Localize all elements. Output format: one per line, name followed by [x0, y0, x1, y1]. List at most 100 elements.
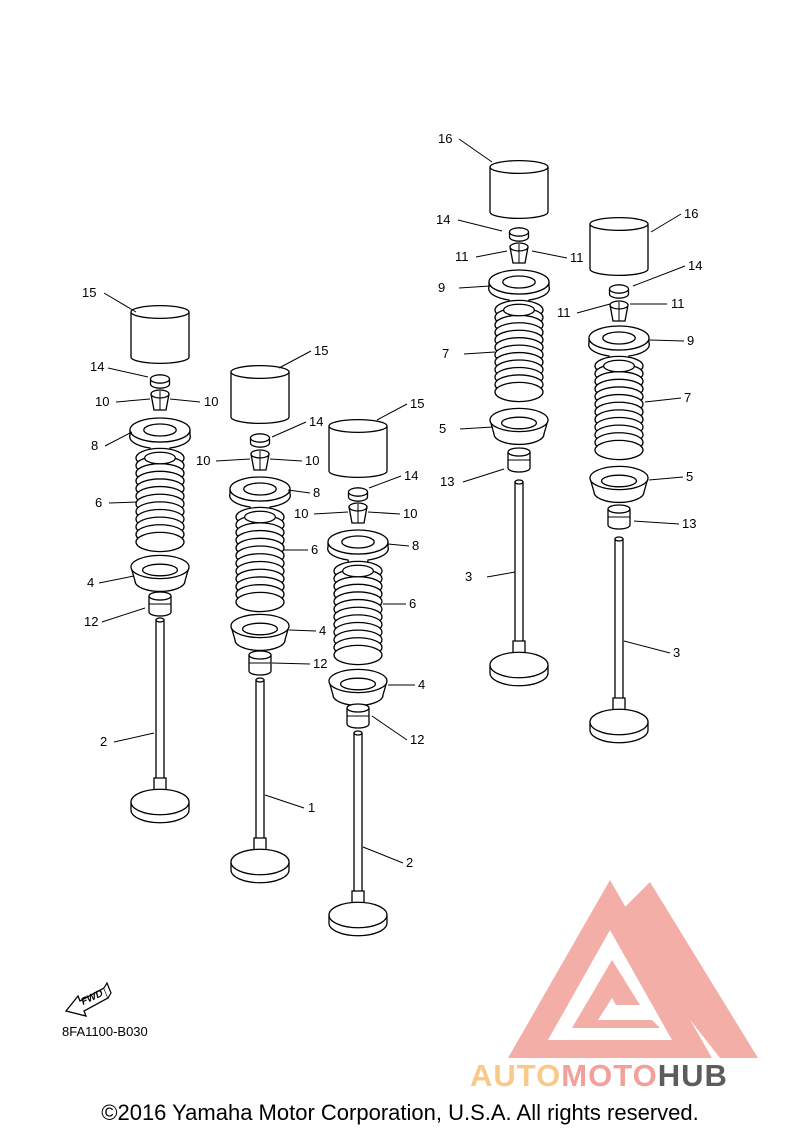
- spring-seat: [589, 465, 649, 504]
- callout-14: 14: [688, 258, 702, 273]
- leader-line: [368, 475, 402, 489]
- watermark-logo-outer: [508, 880, 712, 1058]
- callout-4: 4: [87, 575, 94, 590]
- adjusting-pad: [347, 487, 369, 502]
- valve-tip: [514, 479, 524, 485]
- watermark-logo-inner: [572, 960, 660, 1028]
- adjusting-pad-top: [608, 284, 630, 294]
- spring-seat: [328, 668, 388, 707]
- valve-spring-coil: [333, 644, 383, 666]
- callout-13: 13: [682, 516, 696, 531]
- valve-spring-coil: [594, 439, 644, 461]
- stem-seal-body: [607, 509, 631, 530]
- stack-e: [588, 216, 650, 744]
- callout-10: 10: [403, 506, 417, 521]
- valve-tip: [255, 677, 265, 683]
- spring-seat-hole: [241, 622, 279, 636]
- callout-14: 14: [309, 414, 323, 429]
- callout-8: 8: [313, 485, 320, 500]
- stack-d: [488, 159, 550, 687]
- callout-10: 10: [196, 453, 210, 468]
- valve-stem: [514, 481, 524, 644]
- spring-retainer-hole: [143, 423, 177, 437]
- leader-line: [623, 640, 671, 654]
- callout-4: 4: [418, 677, 425, 692]
- fwd-arrow-icon: FWD: [64, 981, 112, 1017]
- valve-lifter-body: [589, 224, 649, 277]
- watermark-moto: MOTO: [561, 1058, 658, 1093]
- spring-retainer-hole: [341, 535, 375, 549]
- callout-14: 14: [90, 359, 104, 374]
- spring-retainer: [129, 417, 191, 464]
- valve-spring-coil: [494, 381, 544, 403]
- callout-2: 2: [100, 734, 107, 749]
- leader-line: [648, 476, 684, 481]
- stem-seal: [148, 591, 172, 617]
- valve-lifter-top: [328, 418, 388, 434]
- callout-11: 11: [671, 296, 685, 311]
- callout-12: 12: [410, 732, 424, 747]
- valve-lifter: [589, 216, 649, 277]
- callout-6: 6: [311, 542, 318, 557]
- valve-stem: [155, 619, 165, 781]
- leader-line: [113, 732, 155, 743]
- callout-16: 16: [684, 206, 698, 221]
- stem-seal-body: [148, 596, 172, 617]
- leader-line: [104, 431, 133, 447]
- valve-tip: [155, 617, 165, 623]
- valve: [589, 536, 649, 744]
- watermark-auto: AUTO: [470, 1058, 562, 1093]
- leader-line: [457, 219, 503, 232]
- leader-line: [463, 351, 496, 355]
- spring-seat-hole: [500, 416, 538, 430]
- valve-spring-inner: [602, 359, 636, 373]
- valve-spring: [235, 506, 285, 613]
- callout-15: 15: [410, 396, 424, 411]
- callout-14: 14: [404, 468, 418, 483]
- callout-9: 9: [687, 333, 694, 348]
- valve-lifter-body: [130, 312, 190, 365]
- valve-spring: [594, 355, 644, 461]
- valve-cotter: [509, 242, 529, 264]
- spring-seat: [489, 407, 549, 446]
- leader-line: [278, 350, 312, 369]
- stem-seal-top: [507, 447, 531, 457]
- valve-spring: [494, 299, 544, 403]
- leader-line: [215, 458, 251, 462]
- adjusting-pad-top: [149, 374, 171, 384]
- leader-line: [458, 138, 493, 163]
- watermark-text: AUTOMOTOHUB: [470, 1058, 728, 1094]
- callout-9: 9: [438, 280, 445, 295]
- callout-16: 16: [438, 131, 452, 146]
- callout-6: 6: [95, 495, 102, 510]
- stem-seal: [507, 447, 531, 473]
- spring-retainer: [588, 325, 650, 372]
- valve-lifter: [328, 418, 388, 479]
- valve-spring-coil: [235, 591, 285, 613]
- leader-line: [271, 662, 311, 665]
- callout-11: 11: [455, 249, 469, 264]
- copyright-notice: ©2016 Yamaha Motor Corporation, U.S.A. A…: [101, 1100, 699, 1125]
- watermark-logo-stroke: [612, 882, 758, 1058]
- valve-stem: [353, 732, 363, 894]
- leader-line: [313, 511, 349, 515]
- spring-retainer: [229, 476, 291, 523]
- leader-line: [632, 265, 686, 287]
- spring-seat-hole: [339, 677, 377, 691]
- callout-3: 3: [673, 645, 680, 660]
- leader-line: [367, 511, 401, 515]
- valve-tip: [614, 536, 624, 542]
- callout-3: 3: [465, 569, 472, 584]
- stem-seal-body: [248, 655, 272, 676]
- leader-line: [458, 285, 491, 289]
- valve-lifter: [130, 304, 190, 365]
- leader-line: [649, 339, 685, 342]
- spring-seat: [130, 554, 190, 593]
- valve-spring-inner: [502, 303, 536, 317]
- valve-head-top: [589, 708, 649, 736]
- valve-head-top: [130, 788, 190, 816]
- leader-line: [107, 367, 149, 378]
- valve-cotter: [609, 300, 629, 322]
- valve-lifter-top: [489, 159, 549, 175]
